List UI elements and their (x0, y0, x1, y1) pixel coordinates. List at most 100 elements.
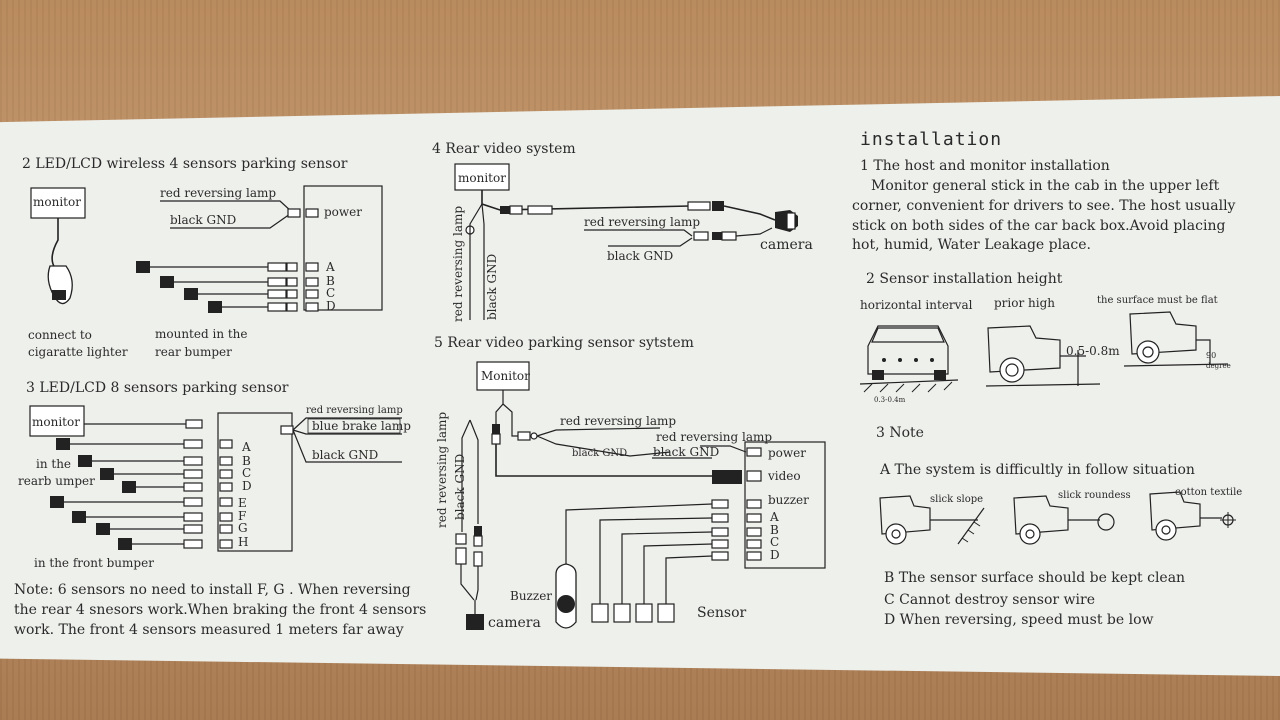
port-a-label: A (769, 510, 779, 524)
monitor-box (454, 163, 510, 191)
sensor-plug (267, 289, 287, 299)
power-connector (287, 208, 301, 218)
subsection3-title: 3 Note (876, 425, 924, 441)
black-gnd-label: black GND (312, 448, 378, 462)
port-h-label: H (238, 535, 248, 549)
blue-lamp-box (307, 418, 401, 434)
ground (985, 383, 1101, 387)
port-h (219, 539, 233, 549)
sensor-icon (657, 603, 675, 623)
hazard-1-label: slick slope (930, 494, 983, 505)
sensor-icon (208, 301, 222, 313)
sensor-plug (183, 497, 203, 507)
sensor-icon (56, 438, 70, 450)
camera-label: camera (760, 237, 813, 253)
port-d (219, 482, 233, 492)
port-buzzer-label: buzzer (768, 493, 809, 507)
installation-section: installation 1 The host and monitor inst… (852, 129, 1242, 628)
vertical-black (469, 419, 479, 524)
sensor-icon (136, 261, 150, 273)
car-body (1129, 311, 1197, 355)
red-lamp-label: red reversing lamp (306, 405, 403, 416)
port-b (746, 527, 762, 537)
connector (687, 201, 711, 211)
cig-caption-2: cigaratte lighter (28, 345, 128, 359)
camera-wire (460, 564, 475, 601)
sensor-icon (50, 496, 64, 508)
monitor-cable (495, 390, 504, 424)
wheel (934, 370, 946, 380)
red-wire-label: red reversing lamp (584, 215, 700, 229)
port-d-label: D (326, 299, 336, 313)
vertical-black-label: black GND (485, 254, 499, 320)
section-4-sensor-diagram: 2 LED/LCD wireless 4 sensors parking sen… (22, 156, 383, 359)
port-f-label: F (238, 509, 246, 523)
red-lamp-wire (292, 417, 402, 431)
sensor-wires-a-h (50, 438, 233, 550)
sensor-icon (122, 481, 136, 493)
car-body (1013, 495, 1069, 535)
sensor-plug (286, 262, 298, 272)
sensor-plug (711, 539, 729, 549)
port-b-label: B (770, 523, 779, 537)
buzzer-plug (711, 499, 729, 509)
wheel (1155, 519, 1177, 541)
vertical-red (469, 203, 483, 320)
sensor-plug (183, 512, 203, 522)
note-b: B The sensor surface should be kept clea… (884, 570, 1185, 586)
power-port (746, 447, 762, 457)
section3-title: 4 Rear video system (432, 141, 576, 157)
connector (455, 533, 467, 545)
sensor-icon (160, 276, 174, 288)
sensor-wire-c (643, 543, 713, 604)
note-d: D When reversing, speed must be low (884, 612, 1154, 628)
sensor-icon (613, 603, 631, 623)
video-cable (481, 190, 691, 211)
red-wire (584, 229, 693, 237)
sensor-plug (183, 539, 203, 549)
vertical-red-label: red reversing lamp (435, 412, 449, 528)
blue-lamp-wire (292, 429, 402, 435)
ground (859, 379, 959, 385)
sensor-plug (286, 302, 298, 312)
sensor-wires-abcd (136, 261, 319, 313)
port-e-label: E (238, 496, 247, 510)
sensor-plug (711, 527, 729, 537)
sensor-plug (183, 469, 203, 479)
buzzer-label: Buzzer (510, 589, 552, 603)
note-line-3: work. The front 4 sensors measured 1 met… (14, 622, 404, 638)
connector (517, 431, 531, 441)
sensor-plug (183, 456, 203, 466)
red-wire-1-label: red reversing lamp (560, 414, 676, 428)
wheel (1136, 340, 1160, 364)
rear-caption-2: rearb umper (18, 474, 95, 488)
port-b (305, 277, 319, 287)
angle-marker (1196, 339, 1211, 364)
port-d (746, 551, 762, 561)
sensor-dot (882, 358, 886, 362)
monitor-plug (185, 419, 203, 429)
vertical-red (461, 419, 471, 532)
car-rear-view-figure: 0.3-0.4m (859, 325, 959, 404)
monitor-label: monitor (458, 171, 506, 185)
monitor-label: monitor (33, 195, 81, 209)
section4-title: 5 Rear video parking sensor sytstem (434, 335, 694, 351)
wheel-hub (1025, 529, 1035, 539)
hazard-slick-slope-figure: slick slope (879, 494, 985, 545)
sensor-plug (267, 302, 287, 312)
installation-title: installation (860, 129, 1002, 150)
black-wire-label: black GND (170, 213, 236, 227)
black-wire (170, 213, 291, 229)
monitor-cable (502, 403, 520, 437)
note-c: C Cannot destroy sensor wire (884, 592, 1095, 608)
subsection1-title: 1 The host and monitor installation (860, 158, 1110, 174)
slope-hatch (961, 521, 981, 543)
red-wire-2 (700, 445, 747, 453)
bumper-caption-2: rear bumper (155, 345, 232, 359)
black-wire-1-label: black GND (572, 448, 627, 459)
port-b-label: B (242, 454, 251, 468)
car-body (867, 325, 949, 375)
hazard-3-label: cotton textile (1175, 487, 1242, 498)
wheel (1019, 523, 1041, 545)
monitor-label: monitor (32, 415, 80, 429)
